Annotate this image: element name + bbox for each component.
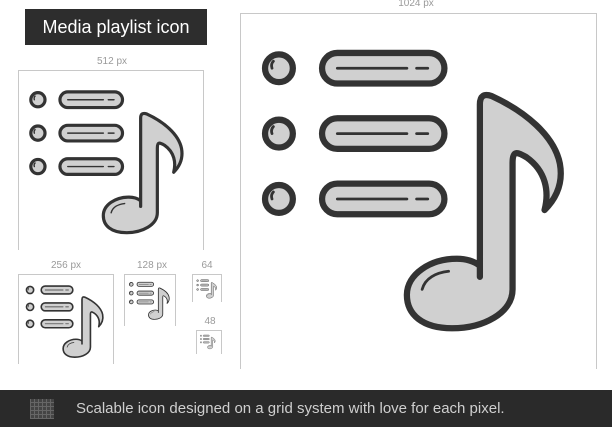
guide-line <box>196 330 222 331</box>
guide-line <box>124 274 176 275</box>
guide-line <box>192 274 193 302</box>
page-title-text: Media playlist icon <box>42 16 190 37</box>
guide-line <box>113 274 114 364</box>
guide-line <box>124 274 125 326</box>
media-playlist-icon-48 <box>200 334 216 350</box>
media-playlist-icon-512 <box>29 90 184 235</box>
size-label-512: 512 px <box>96 56 128 67</box>
media-playlist-icon-256 <box>25 285 104 359</box>
guide-line <box>18 274 114 275</box>
guide-line <box>192 274 222 275</box>
footer-text: Scalable icon designed on a grid system … <box>76 400 505 417</box>
guide-line <box>221 330 222 354</box>
guide-line <box>203 70 204 250</box>
guide-line <box>18 70 19 250</box>
guide-line <box>196 330 197 354</box>
footer-bar: Scalable icon designed on a grid system … <box>0 390 612 427</box>
guide-line <box>18 70 204 71</box>
size-label-128: 128 px <box>136 260 168 271</box>
guide-line <box>240 13 241 369</box>
guide-line <box>175 274 176 326</box>
page-title: Media playlist icon <box>25 9 207 45</box>
media-playlist-icon-1024 <box>240 14 596 370</box>
guide-line <box>240 13 596 14</box>
size-label-256: 256 px <box>50 260 82 271</box>
guide-line <box>221 274 222 302</box>
size-label-64: 64 <box>201 260 213 271</box>
media-playlist-icon-64 <box>196 279 217 299</box>
grid-icon <box>30 399 54 419</box>
guide-line <box>596 13 597 369</box>
media-playlist-icon-128 <box>128 281 170 320</box>
size-label-48: 48 <box>204 316 216 327</box>
size-label-1024: 1024 px <box>398 0 434 9</box>
guide-line <box>18 274 19 364</box>
